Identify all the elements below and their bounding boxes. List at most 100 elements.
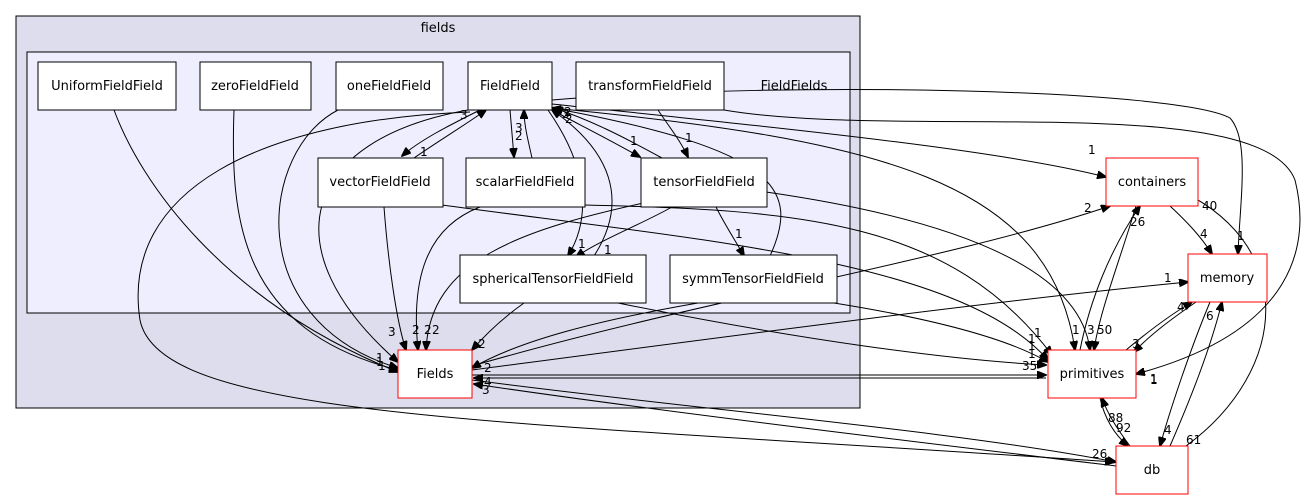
node-symmtensorfieldfield-label: symmTensorFieldField <box>682 272 824 287</box>
node-zerofieldfield-box <box>199 61 312 111</box>
edge-vectorfieldfield-fieldfield <box>413 110 486 159</box>
edge-label: 1 <box>420 145 428 159</box>
nodes-layer: UniformFieldField zeroFieldField oneFiel… <box>37 61 1268 495</box>
node-transformfieldfield-label: transformFieldField <box>588 79 712 94</box>
node-primitives[interactable]: primitives <box>1047 349 1137 399</box>
node-fieldfield-box <box>467 61 553 111</box>
node-vectorfieldfield[interactable]: vectorFieldField <box>317 157 444 208</box>
edge-label: 3 <box>515 121 523 135</box>
edge-tensorfieldfield-primitives <box>765 191 1090 350</box>
node-uniformfieldfield[interactable]: UniformFieldField <box>37 61 177 111</box>
node-db-label: db <box>1144 463 1161 478</box>
edge-db-primitives <box>1102 398 1131 447</box>
edge-tensorfieldfield-sphericaltensorfieldfield <box>576 206 673 257</box>
edge-label: 3 <box>562 107 570 121</box>
edge-fieldfield-scalarfieldfield <box>510 109 514 157</box>
node-scalarfieldfield-label: scalarFieldField <box>476 175 575 190</box>
node-tensorfieldfield[interactable]: tensorFieldField <box>640 157 768 208</box>
edge-label: 3 <box>460 108 468 122</box>
edge-label: 1 <box>1237 229 1245 243</box>
edge-label: 2 <box>565 112 573 126</box>
node-fields-label: Fields <box>417 367 454 382</box>
edge-label: 2 <box>478 337 486 351</box>
edge-sphericaltensorfieldfield-primitives <box>617 302 1046 365</box>
edge-fieldfield-db <box>137 111 1114 462</box>
edge-db-fields <box>474 384 1117 467</box>
edge-label: 40 <box>1202 199 1217 213</box>
node-uniformfieldfield-box <box>37 61 177 111</box>
edge-label: 26 <box>1092 447 1107 461</box>
edge-label: 50 <box>1097 323 1112 337</box>
edge-sphericaltensorfieldfield-fields <box>472 302 525 350</box>
edge-label: 1 <box>578 237 586 251</box>
node-fields-box <box>397 349 473 399</box>
edge-symmtensorfieldfield-fields <box>472 302 699 368</box>
node-sphericaltensorfieldfield-label: sphericalTensorFieldField <box>473 272 634 287</box>
edge-db-containers <box>1170 186 1267 447</box>
edge-label: 4 <box>1177 300 1185 314</box>
node-scalarfieldfield-box <box>465 157 586 208</box>
edge-label: 1 <box>378 359 386 373</box>
node-scalarfieldfield[interactable]: scalarFieldField <box>465 157 586 208</box>
edge-onefieldfield-fields <box>278 109 398 368</box>
node-onefieldfield-box <box>335 61 444 111</box>
edge-label: 1 <box>1034 326 1042 340</box>
edge-label: 2 <box>412 323 420 337</box>
edge-fieldfield-vectorfieldfield <box>402 109 481 156</box>
edge-label: 1 <box>685 131 693 145</box>
edge-label: 1 <box>1088 143 1096 157</box>
node-primitives-label: primitives <box>1060 367 1125 382</box>
edge-scalarfieldfield-fields <box>416 206 481 350</box>
node-tensorfieldfield-label: tensorFieldField <box>653 175 754 190</box>
node-fieldfield[interactable]: FieldField <box>467 61 553 111</box>
node-uniformfieldfield-label: UniformFieldField <box>51 79 163 94</box>
node-containers-label: containers <box>1118 175 1187 190</box>
edge-label: 1 <box>1150 373 1158 387</box>
node-vectorfieldfield-label: vectorFieldField <box>329 175 430 190</box>
node-sphericaltensorfieldfield[interactable]: sphericalTensorFieldField <box>459 254 647 304</box>
node-memory[interactable]: memory <box>1187 253 1268 303</box>
edge-fieldfield-primitives <box>551 107 1075 350</box>
edge-symmtensorfieldfield-primitives <box>833 302 1048 362</box>
edge-label: 1 <box>1028 347 1036 361</box>
edge-containers-primitives <box>1094 205 1137 350</box>
node-primitives-box <box>1047 349 1137 399</box>
edge-label: 2 <box>515 129 523 143</box>
edge-label: 92 <box>1116 421 1131 435</box>
edge-label: 1 <box>1028 339 1036 353</box>
edge-label: 1 <box>376 351 384 365</box>
node-symmtensorfieldfield[interactable]: symmTensorFieldField <box>669 254 838 304</box>
edge-label: 61 <box>1186 433 1201 447</box>
edge-label: 1 <box>735 227 743 241</box>
edge-transformfieldfield-primitives <box>723 109 1301 374</box>
node-zerofieldfield[interactable]: zeroFieldField <box>199 61 312 111</box>
edge-label: 3 <box>388 325 396 339</box>
node-db[interactable]: db <box>1115 445 1189 495</box>
node-onefieldfield[interactable]: oneFieldField <box>335 61 444 111</box>
node-fieldfield-label: FieldField <box>480 79 540 94</box>
edge-primitives-containers <box>1079 206 1140 351</box>
edge-transformfieldfield-tensorfieldfield <box>657 109 688 157</box>
edge-scalarfieldfield-fieldfield <box>524 110 533 159</box>
node-fields[interactable]: Fields <box>397 349 473 399</box>
node-transformfieldfield[interactable]: transformFieldField <box>575 61 725 111</box>
edge-fields-db <box>471 379 1116 462</box>
edge-label: 3 <box>1132 337 1140 351</box>
edge-label: 4 <box>484 375 492 389</box>
node-containers[interactable]: containers <box>1105 157 1199 207</box>
edges-layer <box>113 89 1301 467</box>
edge-tensorfieldfield-symmtensorfieldfield <box>715 206 744 256</box>
edge-label: 6 <box>1206 309 1214 323</box>
node-zerofieldfield-label: zeroFieldField <box>211 79 299 94</box>
edge-label: 2 <box>1084 201 1092 215</box>
node-containers-box <box>1105 157 1199 207</box>
node-vectorfieldfield-box <box>317 157 444 208</box>
edge-labels-layer: 1 1 1 3 1 3 2 3 1 3 1 2 2 1 1 1 26 1 1 2… <box>376 105 1245 461</box>
cluster-fieldfields-label: FieldFields <box>761 79 828 94</box>
edge-uniformfieldfield-fields <box>113 109 398 372</box>
edge-label: 2 <box>484 361 492 375</box>
edge-memory-db <box>1160 301 1211 446</box>
edge-label: 1 <box>1072 323 1080 337</box>
edge-label: 1 <box>376 355 384 369</box>
